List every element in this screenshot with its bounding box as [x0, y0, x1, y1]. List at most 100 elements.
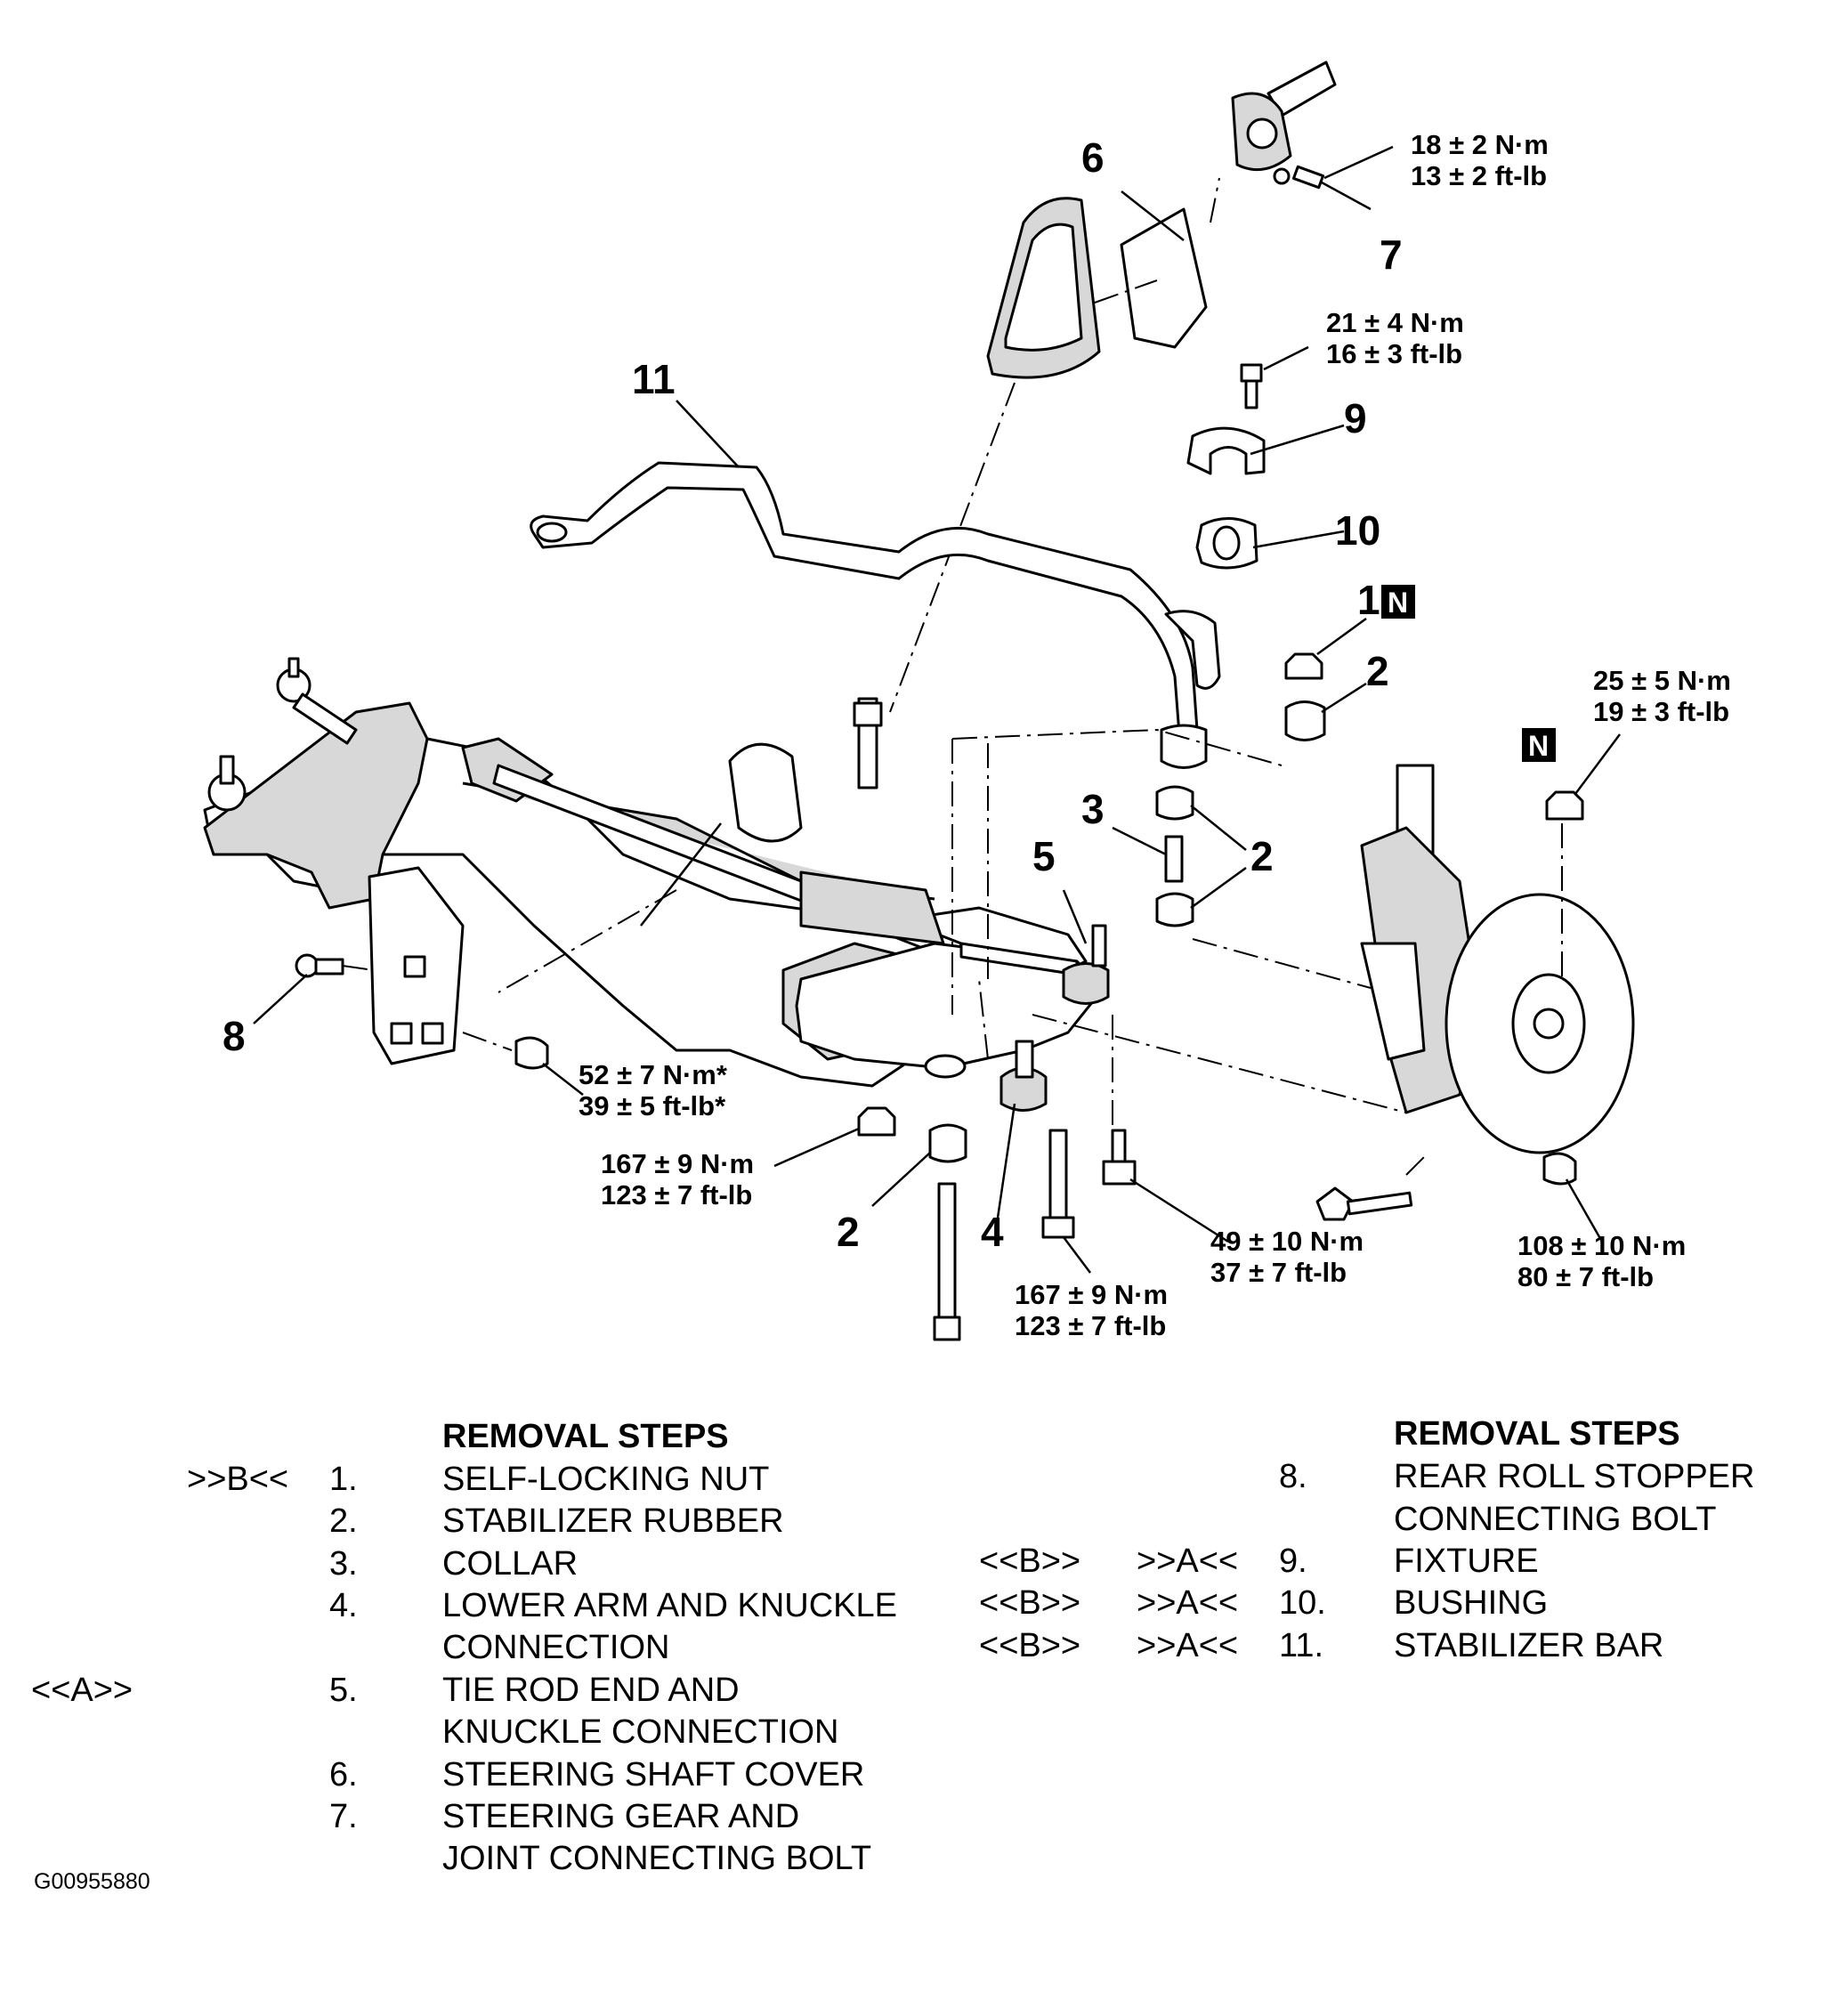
- step-4-text-1: LOWER ARM AND KNUCKLE: [442, 1587, 897, 1624]
- step-11-text: STABILIZER BAR: [1394, 1627, 1664, 1664]
- torque-8: 52 ± 7 N·m* 39 ± 5 ft-lb*: [579, 1059, 728, 1121]
- step-7-text-2: JOINT CONNECTING BOLT: [442, 1840, 872, 1877]
- step-6-text: STEERING SHAFT COVER: [442, 1756, 865, 1793]
- step-11-num: 11.: [1279, 1627, 1324, 1664]
- step-9-num: 9.: [1279, 1542, 1307, 1580]
- knuckle-bolt: [1315, 1186, 1413, 1221]
- step-1-text: SELF-LOCKING NUT: [442, 1461, 770, 1498]
- callout-9: 9: [1344, 395, 1367, 441]
- callout-7: 7: [1380, 231, 1403, 278]
- stabilizer-bar: [530, 461, 1221, 769]
- step-3-num: 3.: [329, 1545, 358, 1583]
- svg-text:80 ± 7 ft-lb: 80 ± 7 ft-lb: [1517, 1261, 1654, 1292]
- callout-2-lower: 2: [837, 1209, 860, 1255]
- step-7-num: 7.: [329, 1798, 358, 1835]
- steering-shaft-cover: [986, 197, 1208, 379]
- ball-joint: [999, 1040, 1048, 1112]
- step-2-text: STABILIZER RUBBER: [442, 1502, 784, 1540]
- step-8-text-1: REAR ROLL STOPPER: [1394, 1458, 1755, 1495]
- step-5-num: 5.: [329, 1672, 358, 1709]
- step-2-num: 2.: [329, 1502, 358, 1540]
- step-9-note-1: <<B>>: [979, 1542, 1081, 1580]
- svg-text:37 ± 7 ft-lb: 37 ± 7 ft-lb: [1210, 1257, 1347, 1288]
- step-4-text-2: CONNECTION: [442, 1629, 670, 1666]
- steps-heading-left: REMOVAL STEPS: [442, 1418, 729, 1455]
- steering-shaft-joint: [1231, 61, 1337, 172]
- stopper-nut: [514, 1036, 549, 1070]
- svg-text:108 ± 10 N·m: 108 ± 10 N·m: [1517, 1230, 1686, 1261]
- svg-text:16 ± 3 ft-lb: 16 ± 3 ft-lb: [1326, 338, 1462, 369]
- step-9-text: FIXTURE: [1394, 1542, 1539, 1580]
- stabilizer-rubber-lower: [1155, 892, 1194, 927]
- step-9-note-2: >>A<<: [1137, 1542, 1239, 1580]
- step-5-text-1: TIE ROD END AND: [442, 1672, 740, 1709]
- svg-text:25 ± 5 N·m: 25 ± 5 N·m: [1593, 665, 1731, 696]
- steering-gear: [461, 697, 963, 963]
- step-10-text: BUSHING: [1394, 1584, 1549, 1622]
- step-1-num: 1.: [329, 1461, 358, 1498]
- step-1-note: >>B<<: [187, 1461, 289, 1498]
- new-part-marker-1: N: [1381, 585, 1415, 619]
- torque-7: 18 ± 2 N·m 13 ± 2 ft-lb: [1411, 129, 1549, 191]
- stabilizer-rubber-mid: [1155, 785, 1194, 821]
- step-8-text-2: CONNECTING BOLT: [1394, 1501, 1717, 1538]
- knuckle-nut-right: [1542, 1152, 1577, 1186]
- marker-n-2: N: [1528, 730, 1549, 762]
- svg-text:167 ± 9 N·m: 167 ± 9 N·m: [601, 1148, 754, 1179]
- svg-text:39 ± 5 ft-lb*: 39 ± 5 ft-lb*: [579, 1090, 726, 1121]
- strut-nut: [1545, 790, 1584, 821]
- tie-rod-end: [959, 924, 1110, 1005]
- step-5-note: <<A>>: [31, 1672, 134, 1709]
- svg-text:19 ± 3 ft-lb: 19 ± 3 ft-lb: [1593, 696, 1729, 727]
- roll-stopper-bracket: [368, 866, 465, 1065]
- callout-8: 8: [223, 1013, 246, 1059]
- step-4-num: 4.: [329, 1587, 358, 1624]
- torque-lower-center: 167 ± 9 N·m 123 ± 7 ft-lb: [1015, 1279, 1168, 1341]
- svg-text:52 ± 7 N·m*: 52 ± 7 N·m*: [579, 1059, 728, 1090]
- stabilizer-rubber-upper: [1284, 700, 1326, 741]
- step-3-text: COLLAR: [442, 1545, 579, 1583]
- callout-5: 5: [1032, 833, 1056, 879]
- svg-text:13 ± 2 ft-lb: 13 ± 2 ft-lb: [1411, 160, 1547, 191]
- step-6-num: 6.: [329, 1756, 358, 1793]
- exploded-view-diagram: 6 7 9 10 11 1 N 2 N 3 2 5 8 2 4 18 ± 2 N…: [203, 61, 1731, 1341]
- torque-9: 21 ± 4 N·m 16 ± 3 ft-lb: [1326, 307, 1464, 369]
- marker-n-1: N: [1388, 587, 1408, 619]
- callout-6: 6: [1081, 134, 1105, 181]
- long-bolt-left: [933, 1182, 961, 1341]
- step-11-note-2: >>A<<: [1137, 1627, 1239, 1664]
- callout-4: 4: [981, 1209, 1004, 1255]
- torque-mid: 49 ± 10 N·m 37 ± 7 ft-lb: [1210, 1226, 1364, 1288]
- brake-disc: [1445, 893, 1635, 1154]
- callout-1: 1: [1357, 577, 1380, 623]
- stopper-bolt: [295, 953, 344, 978]
- new-part-marker-2: N: [1522, 728, 1556, 762]
- long-bolt-center: [1041, 1129, 1075, 1239]
- self-locking-nut: [1284, 652, 1323, 680]
- callout-3: 3: [1081, 786, 1105, 832]
- callout-2-mid: 2: [1250, 833, 1274, 879]
- step-7-text-1: STEERING GEAR AND: [442, 1798, 800, 1835]
- steps-heading-right: REMOVAL STEPS: [1394, 1415, 1680, 1453]
- callout-10: 10: [1335, 507, 1380, 554]
- step-5-text-2: KNUCKLE CONNECTION: [442, 1713, 839, 1751]
- fixture: [1186, 426, 1266, 475]
- step-8-num: 8.: [1279, 1458, 1307, 1495]
- torque-nut: 25 ± 5 N·m 19 ± 3 ft-lb: [1593, 665, 1731, 727]
- torque-right: 108 ± 10 N·m 80 ± 7 ft-lb: [1517, 1230, 1686, 1292]
- tie-rod-end-left: [276, 657, 358, 745]
- steering-bolt: [1273, 165, 1324, 190]
- svg-text:21 ± 4 N·m: 21 ± 4 N·m: [1326, 307, 1464, 338]
- callout-11: 11: [632, 356, 676, 402]
- mid-bolt: [1102, 1129, 1137, 1186]
- torque-lower-left: 167 ± 9 N·m 123 ± 7 ft-lb: [601, 1148, 754, 1210]
- svg-text:167 ± 9 N·m: 167 ± 9 N·m: [1015, 1279, 1168, 1310]
- svg-text:123 ± 7 ft-lb: 123 ± 7 ft-lb: [601, 1179, 752, 1210]
- callout-2-upper: 2: [1366, 648, 1389, 694]
- fixture-bolt: [1240, 363, 1263, 409]
- step-10-num: 10.: [1279, 1584, 1326, 1622]
- step-10-note-2: >>A<<: [1137, 1584, 1239, 1622]
- step-10-note-1: <<B>>: [979, 1584, 1081, 1622]
- figure-code: G00955880: [34, 1869, 150, 1894]
- lower-rubber: [928, 1123, 967, 1163]
